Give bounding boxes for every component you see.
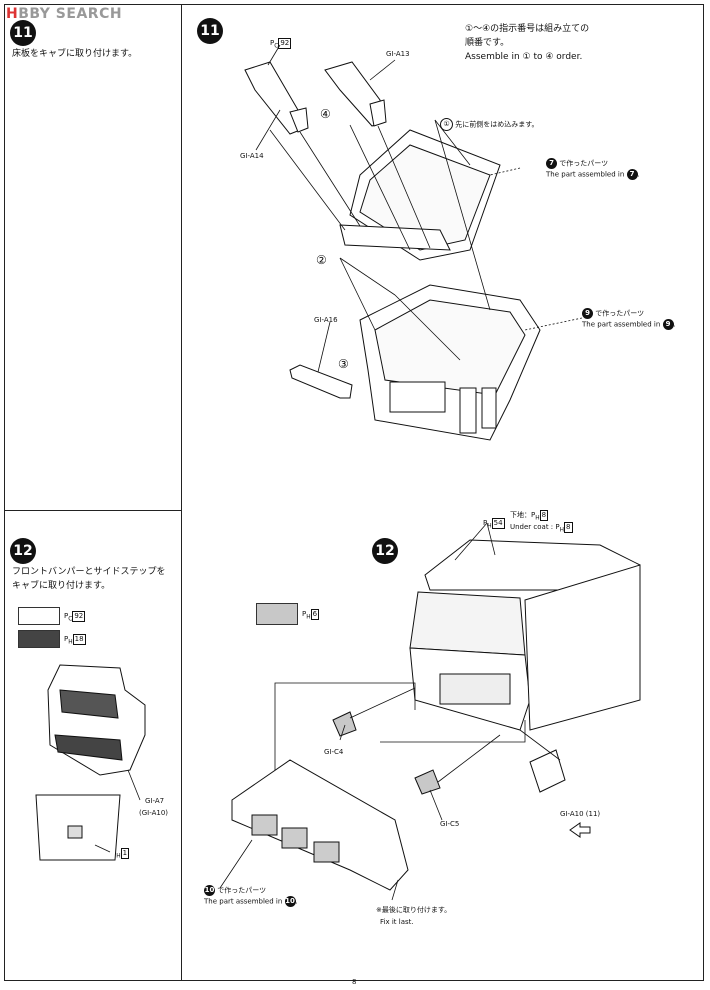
- page-frame: [4, 4, 704, 981]
- part-label-gi-a10-11: GI-A10 (11): [560, 810, 601, 818]
- order-note-en: Assemble in ① to ④ order.: [465, 52, 583, 62]
- step-11-instruction: 床板をキャブに取り付けます。: [12, 49, 138, 59]
- order-note-jp-line1: ①～④の指示番号は組み立ての: [465, 24, 590, 34]
- step-12-instruction-line1: フロントバンパーとサイドステップを: [12, 567, 166, 577]
- left-section-divider: [4, 510, 182, 511]
- legend-swatch-white: [18, 607, 60, 625]
- order-note-jp-line2: 順番です。: [465, 38, 510, 48]
- order-mark-3: ③: [338, 357, 349, 371]
- watermark-logo: HBBY SEARCH: [6, 6, 123, 22]
- part-label-gi-a13: GI-A13: [386, 50, 410, 58]
- part-label-gi-a14: GI-A14: [240, 152, 264, 160]
- part-label-gi-c4: GI-C4: [324, 748, 344, 756]
- step-11-badge: 11: [197, 18, 223, 44]
- step-12-badge: 12: [372, 538, 398, 564]
- order-mark-2: ②: [316, 253, 327, 267]
- part-label-gi-a16: GI-A16: [314, 316, 338, 324]
- step-11-badge-left: 11: [10, 20, 36, 46]
- part-label-gi-c5: GI-C5: [440, 820, 460, 828]
- legend-swatch-dark: [18, 630, 60, 648]
- fix-last-jp: ※最後に取り付けます。: [376, 906, 452, 914]
- fix-last-en: Fix it last.: [380, 918, 414, 926]
- part-label-gi-a10-paren: (GI-A10): [139, 809, 169, 817]
- page-number: 8: [352, 978, 357, 986]
- step-12-badge-left: 12: [10, 538, 36, 564]
- step-12-instruction-line2: キャブに取り付けます。: [12, 581, 111, 591]
- part-label-gi-a7: GI-A7: [145, 797, 165, 805]
- order-mark-4: ④: [320, 107, 331, 121]
- column-divider: [181, 4, 182, 981]
- front-first-note: ① 先に前側をはめ込みます。: [440, 118, 539, 131]
- legend-swatch-gray: [256, 603, 298, 625]
